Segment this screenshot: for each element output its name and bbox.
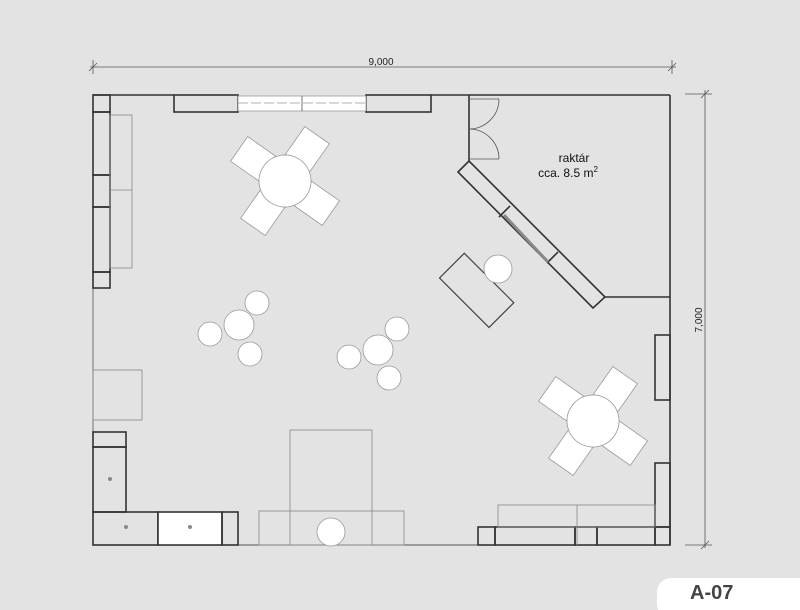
sheet-label-badge: A-07 <box>657 578 800 610</box>
door <box>468 98 500 160</box>
stools <box>197 290 410 547</box>
dimension-lines <box>88 60 712 550</box>
room-area: cca. 8.5 m2 <box>538 165 598 180</box>
stool <box>483 254 513 284</box>
sheet-label: A-07 <box>690 582 734 604</box>
window <box>237 95 367 112</box>
cabinet-knobs <box>108 477 192 529</box>
table-set-1 <box>229 125 341 237</box>
height-dimension: 7,000 <box>694 307 705 332</box>
width-dimension: 9,000 <box>368 57 393 68</box>
cabinets <box>92 94 671 546</box>
room-name: raktár <box>559 151 590 165</box>
table-set-2 <box>537 365 649 477</box>
